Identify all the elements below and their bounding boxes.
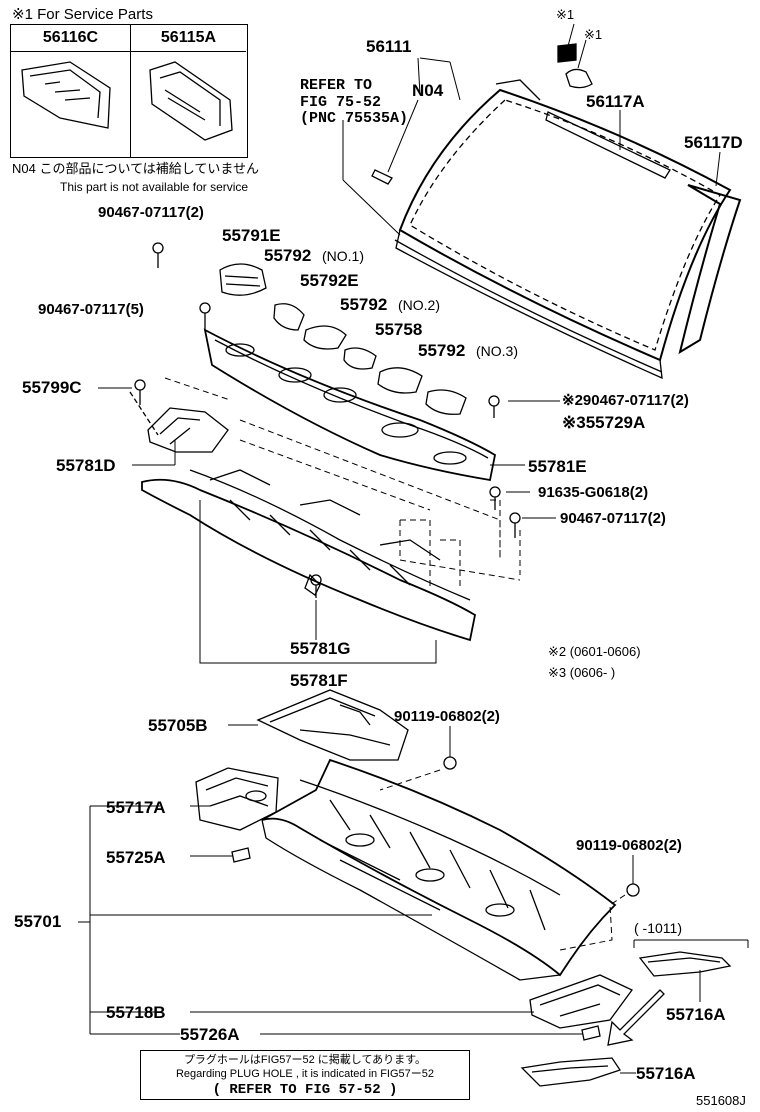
label-mark1a: ※1: [556, 7, 575, 22]
clip-55726A-drawing: [581, 1025, 601, 1041]
label-55799C: 55799C: [22, 378, 82, 397]
service-parts-col-b: 56115A: [131, 25, 246, 157]
label-90467-2-mark2: ※290467-07117(2): [562, 392, 689, 409]
service-parts-box: 56116C 56115A: [10, 24, 248, 158]
service-parts-col-a: 56116C: [11, 25, 131, 157]
label-mark1b: ※1: [584, 27, 603, 42]
label-55792-no2: 55792: [340, 295, 388, 314]
label-55792-no1: 55792: [264, 246, 312, 265]
plug-note-refer: ( REFER TO FIG 57-52 ): [212, 1082, 398, 1098]
label-55792-no3: 55792: [418, 341, 466, 360]
leader-lines-lower: [78, 724, 701, 1074]
part-56115A-drawing: [149, 61, 233, 141]
leader-lines-top: [342, 23, 721, 236]
cowl-55701-drawing: [261, 758, 617, 981]
label-55726A: 55726A: [180, 1025, 240, 1044]
service-part-56115A: 56115A: [131, 25, 246, 52]
service-part-56116C: 56116C: [11, 25, 130, 52]
label-55792E: 55792E: [300, 271, 359, 290]
label-55725A: 55725A: [106, 848, 166, 867]
label-55781F: 55781F: [290, 671, 348, 690]
label-no3: (NO.3): [476, 343, 518, 359]
arrow-down-left: [607, 989, 665, 1046]
label-no2: (NO.2): [398, 297, 440, 313]
bracket-55717A-drawing: [195, 767, 279, 831]
label-55718B: 55718B: [106, 1003, 166, 1022]
refer-top-line3: (PNC 75535A): [300, 110, 409, 127]
leader-lines-mid: [98, 387, 560, 664]
label-n04: N04: [412, 81, 444, 100]
panel-55781D-drawing: [129, 391, 229, 453]
label-55781D: 55781D: [56, 456, 116, 475]
plug-hole-note: プラグホールはFIG57ー52 に掲載してあります。 Regarding PLU…: [140, 1050, 470, 1100]
label-55717A: 55717A: [106, 798, 166, 817]
n04-note-en: This part is not available for service: [60, 180, 249, 194]
bracket-55718B-drawing: [529, 974, 633, 1029]
windshield-drawing: [371, 43, 742, 380]
label-55716A-lower: 55716A: [636, 1064, 696, 1083]
label-90467-2-top: 90467-07117(2): [98, 204, 204, 221]
diagram-code: 551608J: [696, 1093, 746, 1108]
bolts-top: [134, 242, 640, 897]
label-55716A-upper: 55716A: [666, 1005, 726, 1024]
panel-55781F-drawing: [141, 469, 477, 642]
label-date-range-2: ※2 (0601-0606): [548, 644, 641, 659]
label-56117A: 56117A: [586, 92, 645, 111]
part-56116C-drawing: [21, 61, 111, 129]
label-56117D: 56117D: [684, 133, 743, 152]
label-55791E: 55791E: [222, 226, 281, 245]
label-no1: (NO.1): [322, 248, 364, 264]
label-90467-2-right: 90467-07117(2): [560, 510, 666, 527]
label-55729A: ※355729A: [562, 413, 646, 432]
label-56111: 56111: [366, 37, 412, 56]
part-55716A-drawing: [520, 951, 732, 1087]
dashed-guides-lower: [379, 769, 626, 951]
label-55701: 55701: [14, 912, 62, 931]
n04-note-jp: N04 この部品については補給していません: [12, 161, 260, 176]
label-date-range-3: ※3 (0606- ): [548, 665, 616, 680]
dashed-guides: [164, 377, 521, 590]
refer-top-line2: FIG 75-52: [300, 94, 382, 111]
cowl-louver-drawing: [203, 263, 497, 482]
label-range-1011: ( -1011): [634, 920, 682, 936]
plug-note-jp: プラグホールはFIG57ー52 に掲載してあります。: [183, 1054, 427, 1066]
label-55758: 55758: [375, 320, 423, 339]
refer-top-line1: REFER TO: [300, 77, 373, 94]
label-55781E: 55781E: [528, 457, 587, 476]
clip-55725A-drawing: [231, 847, 251, 863]
label-90467-5: 90467-07117(5): [38, 301, 144, 318]
label-55705B: 55705B: [148, 716, 208, 735]
label-55781G: 55781G: [290, 639, 351, 658]
label-91635: 91635-G0618(2): [538, 484, 649, 501]
panel-55705B-drawing: [256, 689, 409, 761]
plug-note-en: Regarding PLUG HOLE , it is indicated in…: [175, 1068, 434, 1080]
service-parts-heading: ※1 For Service Parts: [12, 6, 153, 23]
label-90119-right: 90119-06802(2): [576, 837, 682, 854]
label-90119-top: 90119-06802(2): [394, 708, 500, 725]
